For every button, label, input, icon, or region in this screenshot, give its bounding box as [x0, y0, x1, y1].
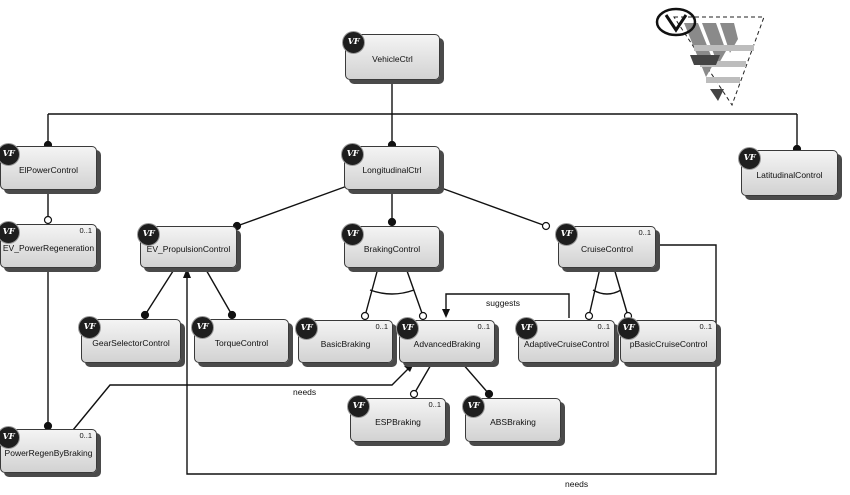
node-esp-braking[interactable]: VF 0..1 ESPBraking [347, 395, 446, 442]
node-torque-control[interactable]: VF TorqueControl [191, 316, 289, 363]
edge-cruise-adaptive [588, 267, 601, 317]
marker-mandatory [387, 217, 397, 227]
node-power-regen-by-braking[interactable]: VF 0..1 PowerRegenByBraking [0, 426, 97, 473]
feature-badge-icon: VF [342, 31, 365, 54]
feature-badge-icon: VF [341, 223, 364, 246]
feature-badge-icon: VF [191, 316, 214, 339]
feature-badge-icon: VF [347, 395, 370, 418]
marker-optional [541, 221, 551, 231]
node-gear-selector-control[interactable]: VF GearSelectorControl [78, 316, 181, 363]
node-latitudinal-control[interactable]: VF LatitudinalControl [738, 147, 838, 196]
edge-cruise-pbasic [613, 267, 629, 317]
feature-badge-icon: VF [462, 395, 485, 418]
cardinality: 0..1 [638, 228, 651, 237]
relation-label-suggests: suggests [486, 298, 521, 308]
feature-badge-icon: VF [617, 317, 640, 340]
alternative-arc-cruise [592, 289, 622, 295]
node-ev-power-regeneration[interactable]: VF 0..1 EV_PowerRegeneration [0, 221, 97, 268]
node-label: LongitudinalCtrl [362, 165, 422, 175]
marker-mandatory [227, 310, 237, 320]
feature-badge-icon: VF [295, 317, 318, 340]
cardinality: 0..1 [375, 322, 388, 331]
feature-badge-icon: VF [0, 221, 20, 244]
node-label: BasicBraking [320, 338, 371, 349]
node-braking-control[interactable]: VF BrakingControl [341, 223, 440, 268]
node-label: LatitudinalControl [756, 170, 823, 180]
node-el-power-control[interactable]: VF ElPowerControl [0, 143, 97, 190]
feature-badge-icon: VF [555, 223, 578, 246]
node-label: pBasicCruiseControl [629, 338, 708, 349]
feature-badge-icon: VF [0, 426, 20, 449]
marker-mandatory [140, 310, 150, 320]
edge-longitudinal-cruise-control [432, 184, 547, 227]
node-label: EV_PropulsionControl [146, 244, 231, 254]
cardinality: 0..1 [699, 322, 712, 331]
node-label: BrakingControl [363, 244, 421, 254]
marker-optional [584, 311, 594, 321]
node-abs-braking[interactable]: VF ABSBraking [462, 395, 561, 442]
node-vehicle-ctrl[interactable]: VF VehicleCtrl [342, 31, 440, 80]
relation-needs-regen [72, 363, 414, 431]
feature-badge-icon: VF [0, 143, 20, 166]
arrowhead-suggests [442, 309, 450, 318]
marker-optional [418, 311, 428, 321]
node-label: ElPowerControl [18, 165, 79, 175]
relation-suggests [445, 293, 570, 318]
arrowhead-needs-cruise [183, 268, 191, 278]
node-ev-propulsion-control[interactable]: VF EV_PropulsionControl [137, 223, 237, 268]
feature-badge-icon: VF [396, 317, 419, 340]
node-label: ABSBraking [490, 417, 536, 427]
node-advanced-braking[interactable]: VF 0..1 AdvancedBraking [396, 317, 495, 363]
logo-icon [655, 7, 765, 107]
cardinality: 0..1 [79, 226, 92, 235]
arrowhead-needs-regen [404, 363, 414, 372]
alternative-arc-braking [369, 289, 415, 295]
marker-optional [409, 389, 419, 399]
feature-badge-icon: VF [738, 147, 761, 170]
edge-braking-basic [364, 267, 379, 317]
node-cruise-control[interactable]: VF 0..1 CruiseControl [555, 223, 656, 268]
cardinality: 0..1 [428, 400, 441, 409]
node-label: VehicleCtrl [372, 54, 413, 64]
node-pbasic-cruise-control[interactable]: VF 0..1 pBasicCruiseControl [617, 317, 717, 363]
feature-badge-icon: VF [78, 316, 101, 339]
node-label: AdvancedBraking [413, 338, 481, 349]
node-label: ESPBraking [375, 417, 421, 427]
feature-badge-icon: VF [515, 317, 538, 340]
node-longitudinal-ctrl[interactable]: VF LongitudinalCtrl [341, 143, 440, 190]
marker-optional [43, 215, 53, 225]
edge-longitudinal-ev-propulsion [236, 184, 351, 227]
cardinality: 0..1 [477, 322, 490, 331]
edge-ev-propulsion-torque [204, 267, 233, 316]
edge-ev-propulsion-gear-selector [144, 267, 176, 316]
node-label: PowerRegenByBraking [4, 448, 93, 458]
feature-badge-icon: VF [341, 143, 364, 166]
node-basic-braking[interactable]: VF 0..1 BasicBraking [295, 317, 393, 363]
relation-label-needs: needs [565, 479, 589, 489]
relation-label-needs: needs [293, 387, 317, 397]
node-adaptive-cruise-control[interactable]: VF 0..1 AdaptiveCruiseControl [515, 317, 615, 363]
feature-badge-icon: VF [137, 223, 160, 246]
edge-braking-advanced [405, 267, 424, 317]
cardinality: 0..1 [597, 322, 610, 331]
edge-advanced-abs [461, 362, 490, 395]
edge-advanced-esp [413, 362, 433, 395]
marker-optional [360, 311, 370, 321]
node-label: EV_PowerRegeneration [2, 243, 95, 253]
cardinality: 0..1 [79, 431, 92, 440]
marker-mandatory [484, 389, 494, 399]
node-label: AdaptiveCruiseControl [523, 338, 610, 349]
relation-needs-cruise [186, 244, 717, 475]
node-label: CruiseControl [581, 244, 633, 254]
node-label: TorqueControl [214, 338, 269, 348]
node-label: GearSelectorControl [92, 338, 170, 348]
